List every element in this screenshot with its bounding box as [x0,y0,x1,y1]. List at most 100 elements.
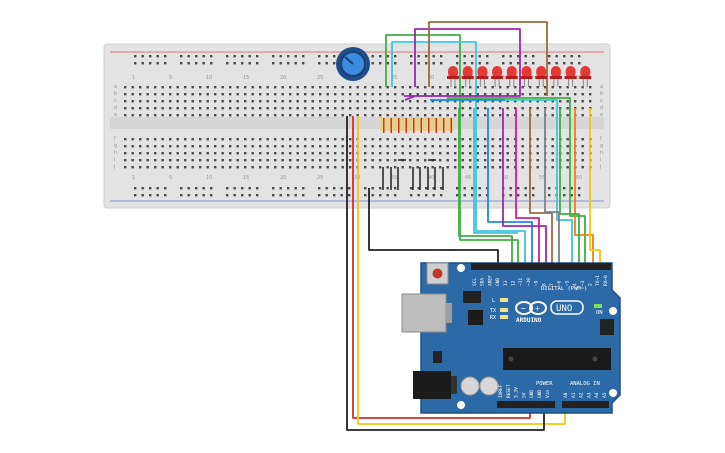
breadboard-hole [326,138,329,141]
led[interactable] [579,66,592,87]
rail-hole [241,62,244,65]
rail-hole [532,194,535,197]
breadboard-hole [161,152,164,155]
resistor[interactable] [380,127,454,131]
rail-hole [202,187,205,190]
rail-hole [532,187,535,190]
digital-pin-label: ~6 [557,280,563,286]
rail-hole [195,194,198,197]
breadboard-hole [146,166,149,169]
led[interactable] [476,66,489,87]
breadboard-hole [251,86,254,89]
rail-hole [279,194,282,197]
breadboard-hole [154,159,157,162]
rail-hole [463,187,466,190]
rail-hole [256,194,259,197]
breadboard-hole [521,93,524,96]
breadboard-hole [379,166,382,169]
breadboard-hole [131,159,134,162]
breadboard-hole [304,86,307,89]
breadboard-hole [581,93,584,96]
breadboard-hole [521,138,524,141]
breadboard-hole [281,166,284,169]
breadboard-hole [296,152,299,155]
on-label: ON [596,310,603,316]
breadboard-hole [251,138,254,141]
column-number: 15 [243,75,249,81]
rail-hole [141,194,144,197]
digital-header [471,263,611,270]
breadboard-hole [454,114,457,117]
breadboard-hole [214,159,217,162]
potentiometer[interactable] [336,47,370,81]
rail-hole [141,187,144,190]
breadboard-hole [259,86,262,89]
breadboard-hole [244,152,247,155]
breadboard-hole [499,166,502,169]
rail-hole [325,187,328,190]
breadboard-hole [551,166,554,169]
led[interactable] [520,66,533,87]
led[interactable] [461,66,474,87]
breadboard-hole [349,138,352,141]
breadboard-hole [184,145,187,148]
reset-button[interactable] [426,262,449,285]
rail-hole [517,62,520,65]
breadboard-hole [236,107,239,110]
digital-pin-label: 12 [511,280,517,286]
rail-hole [272,194,275,197]
breadboard-hole [566,166,569,169]
breadboard-hole [229,114,232,117]
breadboard-hole [169,152,172,155]
breadboard-hole [566,145,569,148]
breadboard-hole [379,159,382,162]
rail-hole [364,187,367,190]
led[interactable] [491,66,504,87]
breadboard-hole [476,107,479,110]
led[interactable] [535,66,548,87]
l-led [500,298,508,302]
rail-hole [563,55,566,58]
breadboard-hole [371,159,374,162]
breadboard-hole [386,114,389,117]
breadboard-hole [371,107,374,110]
breadboard-hole [236,152,239,155]
arduino-uno-board[interactable]: − + ARDUINO UNO DIGITAL (PWM~) ANALOG IN… [401,262,621,414]
analog-label: ANALOG IN [570,381,600,387]
breadboard-hole [416,145,419,148]
breadboard-hole [371,86,374,89]
breadboard-hole [544,86,547,89]
led[interactable] [564,66,577,87]
breadboard-hole [214,166,217,169]
breadboard-hole [161,100,164,103]
rail-hole [241,194,244,197]
breadboard-hole [349,159,352,162]
breadboard-hole [296,107,299,110]
rail-hole [570,55,573,58]
row-letter: j [113,164,115,170]
breadboard-hole [274,114,277,117]
breadboard-hole [484,152,487,155]
led[interactable] [447,66,459,87]
breadboard-hole [566,93,569,96]
breadboard-hole [334,138,337,141]
breadboard-hole [491,166,494,169]
wire-black [346,116,545,431]
digital-pin-label: RX←0 [603,275,609,286]
breadboard-hole [311,100,314,103]
breadboard-hole [581,114,584,117]
breadboard-hole [214,152,217,155]
led[interactable] [549,66,562,87]
breadboard-hole [439,93,442,96]
breadboard-hole [484,138,487,141]
breadboard-hole [379,107,382,110]
led[interactable] [505,66,518,87]
breadboard-hole [154,93,157,96]
breadboard-hole [439,159,442,162]
breadboard-hole [476,86,479,89]
breadboard-hole [259,107,262,110]
rail-hole [202,194,205,197]
breadboard-hole [431,152,434,155]
capacitor [460,376,480,396]
